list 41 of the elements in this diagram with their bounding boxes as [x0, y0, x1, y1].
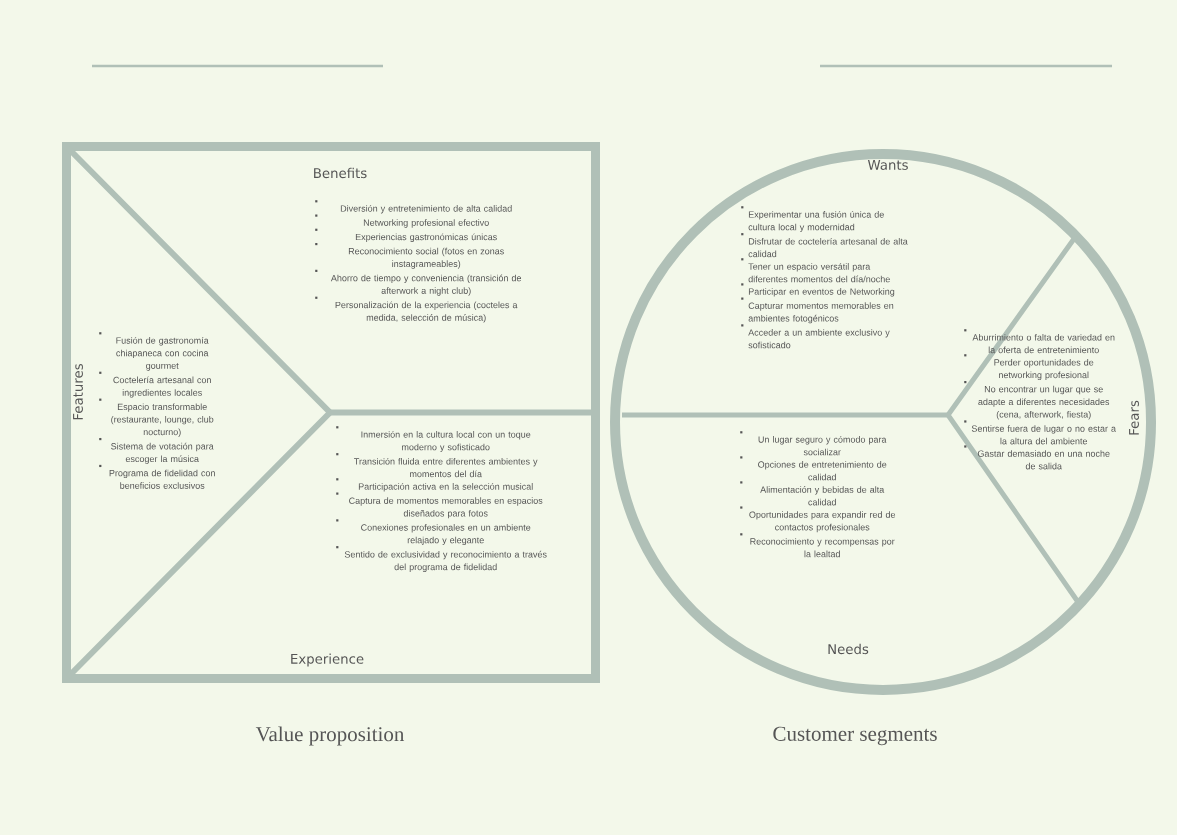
bullet-item: Aburrimiento o falta de variedad en la oferta de entretenimiento — [964, 329, 1115, 354]
section-heading: Features — [73, 364, 83, 420]
bullet-item: Tener un espacio versátil para diferentes momentos del día/noche — [741, 258, 890, 283]
bullet-item: Reconocimiento y recompensas por la lealtad — [740, 533, 895, 558]
bullet-item: No encontrar un lugar que se adapte a diferentes necesidades (cena, afterwork, fiesta) — [964, 381, 1110, 420]
bullet-item: Captura de momentos memorables en espacios diseñados para fotos — [336, 492, 543, 519]
bullet-item: Networking profesional efectivo — [315, 214, 489, 228]
bullet-item: Fusión de gastronomía chiapaneca con cocina gourmet — [99, 332, 209, 371]
bullet-item: Participar en eventos de Networking — [741, 283, 895, 297]
bullet-item: Perder oportunidades de networking profesional — [964, 354, 1094, 380]
bullet-item: Alimentación y bebidas de alta calidad — [740, 481, 885, 506]
bullet-item: Oportunidades para expandir red de contactos profesionales — [740, 506, 896, 533]
bullet-item: Conexiones profesionales en un ambiente relajado y elegante — [336, 519, 531, 546]
bullet-item: Capturar momentos memorables en ambientes fotogénicos — [741, 297, 894, 324]
bullet-item: Espacio transformable (restaurante, lounge, club nocturno) — [99, 398, 214, 437]
bullet-item: Diversión y entretenimiento de alta calidad — [315, 200, 512, 214]
heading: Customer segments — [773, 726, 937, 746]
bullet-item: Sentido de exclusividad y reconocimiento a través del programa de fidelidad — [336, 546, 547, 572]
bullet-item: Experiencias gastronómicas únicas — [315, 228, 497, 242]
bullet-item: Sistema de votación para escoger la música — [99, 437, 214, 464]
bullet-item: Gastar demasiado en una noche de salida — [964, 445, 1110, 470]
bullet-item: Un lugar seguro y cómodo para socializar — [740, 431, 887, 456]
section-heading: Needs — [828, 643, 869, 655]
bullet-item: Ahorro de tiempo y conveniencia (transición de afterwork a night club) — [315, 269, 522, 296]
bullet-item: Transición fluida entre diferentes ambientes y momentos del día — [336, 453, 538, 478]
bullet-item: Programa de fidelidad con beneficios exclusivos — [99, 464, 215, 489]
bullet-item: Sentirse fuera de lugar o no estar a la altura del ambiente — [964, 420, 1116, 445]
bullet-item: Participación activa en la selección musical — [336, 478, 533, 492]
bullet-item: Opciones de entretenimiento de calidad — [740, 456, 887, 481]
bullet-item: Acceder a un ambiente exclusivo y sofisticado — [741, 324, 890, 349]
section-heading: Wants — [867, 160, 908, 170]
bullet-item: Experimentar una fusión única de cultura local y modernidad — [741, 206, 884, 233]
bullet-item: Reconocimiento social (fotos en zonas instagrameables) — [315, 242, 504, 269]
heading: Value proposition — [255, 726, 405, 746]
section-heading: Fears — [1129, 400, 1139, 435]
bullet-item: Coctelería artesanal con ingredientes locales — [99, 371, 211, 398]
section-heading: Benefits — [314, 167, 367, 179]
section-heading: Experience — [291, 653, 364, 667]
bullet-item: Personalización de la experiencia (cocteles a medida, selección de música) — [315, 296, 518, 323]
bullet-item: Disfrutar de coctelería artesanal de alta calidad — [741, 233, 908, 258]
bullet-item: Inmersión en la cultura local con un toque moderno y sofisticado — [336, 426, 531, 453]
